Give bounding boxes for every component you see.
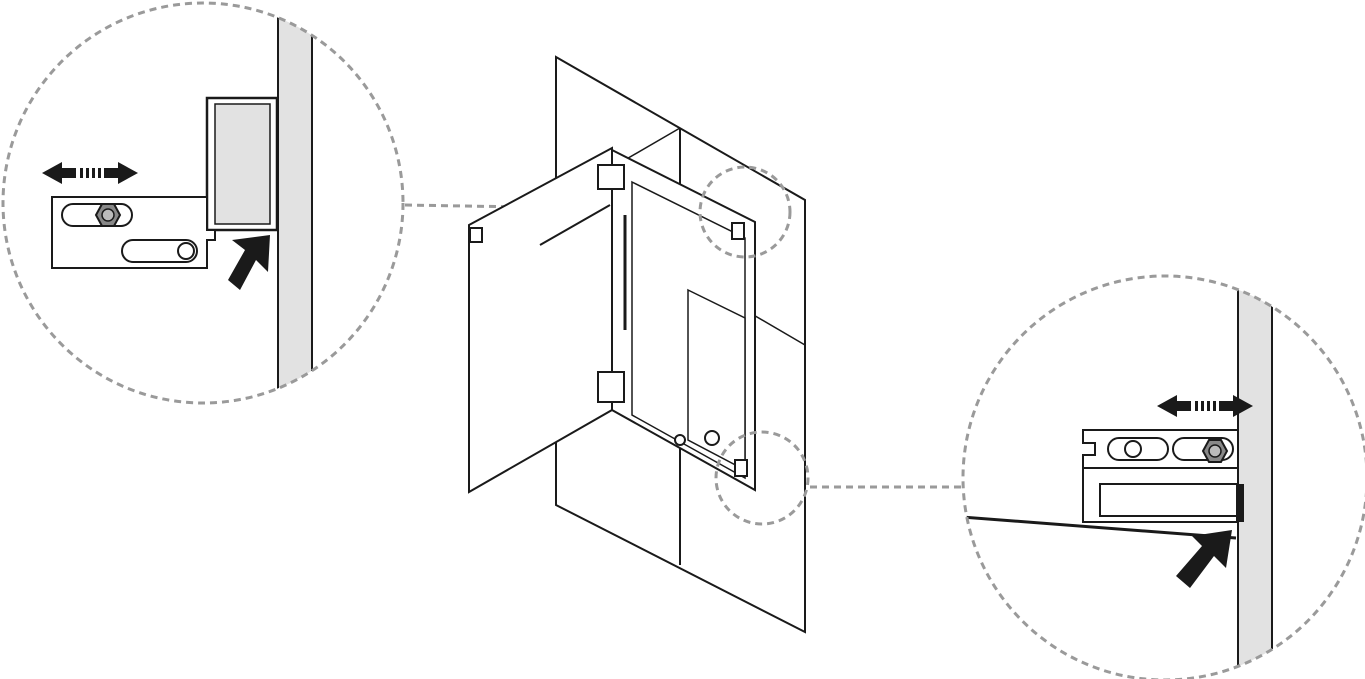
arrow-icon xyxy=(228,235,270,290)
hinge-top xyxy=(597,164,625,190)
wall-section xyxy=(277,3,313,401)
callout-marker-top xyxy=(698,165,792,259)
double-headed-arrow-icon xyxy=(1157,395,1253,417)
open-door xyxy=(468,146,613,494)
detail-bottom-latch xyxy=(961,274,1365,679)
slot-lower xyxy=(121,239,198,263)
latch-block xyxy=(1082,467,1239,523)
double-headed-arrow-icon xyxy=(42,162,138,184)
wall-panel-assembly xyxy=(468,55,806,634)
wall-section xyxy=(1237,276,1273,679)
arrow-icon xyxy=(1176,530,1232,588)
detail-top-hinge xyxy=(1,1,405,405)
callout-marker-bottom xyxy=(714,430,810,526)
hinge-bottom xyxy=(597,371,625,403)
